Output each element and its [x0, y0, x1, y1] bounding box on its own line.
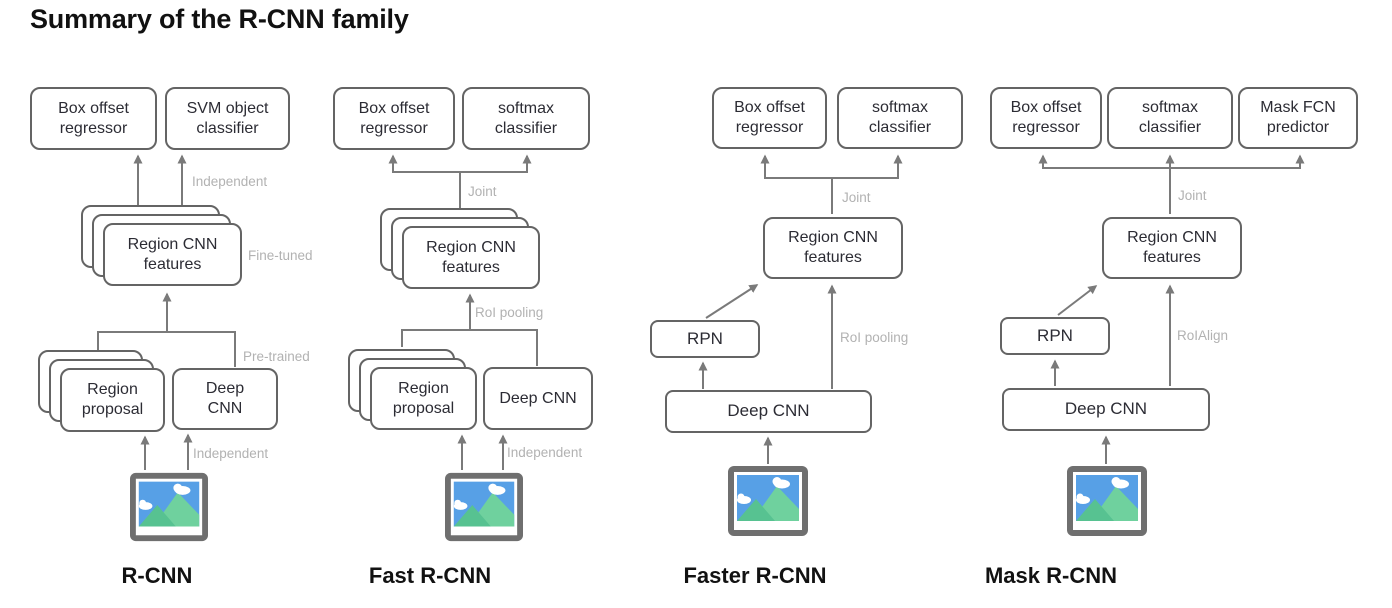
- fast-input-image-icon: [445, 472, 523, 542]
- mask-rpn-box: RPN: [1000, 317, 1110, 355]
- mask-box-offset-regressor-box: Box offset regressor: [990, 87, 1102, 149]
- rcnn-features-box: Region CNN features: [103, 223, 242, 286]
- mask-fcn-predictor-box: Mask FCN predictor: [1238, 87, 1358, 149]
- faster-box-offset-regressor-box: Box offset regressor: [712, 87, 827, 149]
- rcnn-deep-cnn-box: Deep CNN: [172, 368, 278, 430]
- faster-joint-label: Joint: [842, 190, 871, 205]
- fast-bracket: [401, 329, 538, 366]
- faster-caption: Faster R-CNN: [683, 563, 827, 588]
- rcnn-box-offset-regressor-box: Box offset regressor: [30, 87, 157, 150]
- mask-softmax-classifier-box: softmax classifier: [1107, 87, 1233, 149]
- faster-deep-cnn-box: Deep CNN: [665, 390, 872, 433]
- mask-input-image-icon: [1067, 466, 1147, 536]
- page-title: Summary of the R-CNN family: [30, 4, 409, 34]
- mask-arrow-rpn-to-features: [1057, 285, 1098, 316]
- mask-deep-cnn-box: Deep CNN: [1002, 388, 1210, 431]
- rcnn-caption: R-CNN: [121, 563, 193, 588]
- faster-rpn-box: RPN: [650, 320, 760, 358]
- fast-caption: Fast R-CNN: [368, 563, 492, 588]
- rcnn-svm-classifier-box: SVM object classifier: [165, 87, 290, 150]
- rcnn-region-proposal-box: Region proposal: [60, 368, 165, 432]
- fast-softmax-classifier-box: softmax classifier: [462, 87, 590, 150]
- mask-caption: Mask R-CNN: [984, 563, 1118, 588]
- fast-roi-pooling-label: RoI pooling: [475, 305, 544, 320]
- fast-region-proposal-box: Region proposal: [370, 367, 477, 430]
- faster-roi-pooling-label: RoI pooling: [840, 330, 909, 345]
- fast-deep-cnn-box: Deep CNN: [483, 367, 593, 430]
- faster-softmax-classifier-box: softmax classifier: [837, 87, 963, 149]
- rcnn-finetuned-label: Fine-tuned: [248, 248, 313, 263]
- fast-features-box: Region CNN features: [402, 226, 540, 289]
- mask-features-box: Region CNN features: [1102, 217, 1242, 279]
- fast-box-offset-regressor-box: Box offset regressor: [333, 87, 455, 150]
- mask-joint-label: Joint: [1178, 188, 1207, 203]
- fast-independent-label: Independent: [507, 445, 583, 460]
- rcnn-independent-label-bottom: Independent: [193, 446, 269, 461]
- faster-features-box: Region CNN features: [763, 217, 903, 279]
- rcnn-independent-label-top: Independent: [192, 174, 268, 189]
- faster-arrow-rpn-to-features: [705, 284, 759, 319]
- rcnn-pretrained-label: Pre-trained: [243, 349, 310, 364]
- rcnn-bracket: [97, 331, 236, 367]
- rcnn-input-image-icon: [130, 472, 208, 542]
- faster-input-image-icon: [728, 466, 808, 536]
- mask-roialign-label: RoIAlign: [1177, 328, 1229, 343]
- fast-joint-label: Joint: [468, 184, 497, 199]
